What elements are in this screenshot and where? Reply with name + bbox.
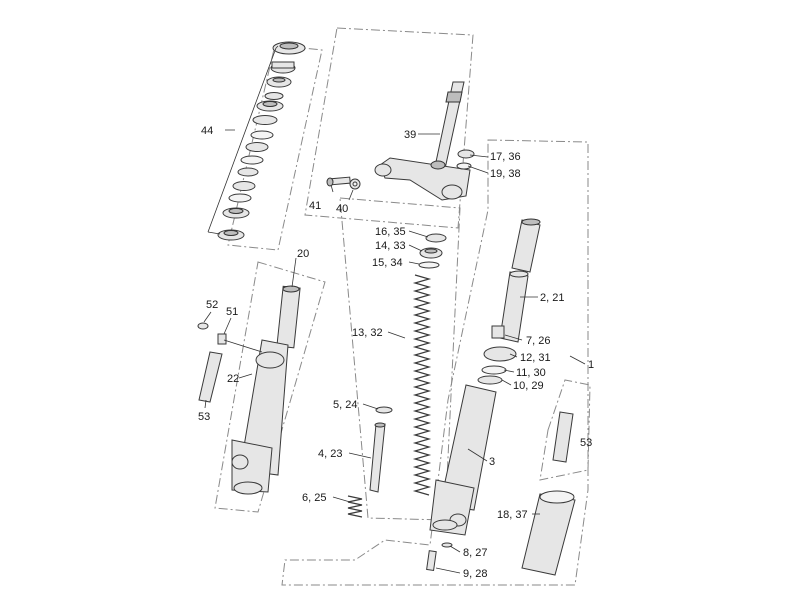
label-53-right: 53 (580, 437, 592, 449)
label-6-25: 6, 25 (302, 492, 326, 504)
leader-lines (203, 133, 586, 574)
label-22: 22 (227, 373, 239, 385)
label-8-27: 8, 27 (463, 547, 487, 559)
label-11-30: 11, 30 (516, 367, 546, 379)
label-5-24: 5, 24 (333, 399, 357, 411)
label-44: 44 (201, 125, 213, 137)
label-53-left: 53 (198, 411, 210, 423)
fork-cover-group-box (539, 379, 591, 481)
left-fork-group-box (214, 261, 326, 513)
label-13-32: 13, 32 (352, 327, 383, 339)
label-7-26: 7, 26 (526, 335, 550, 347)
right-fork-tube (429, 218, 541, 536)
label-20: 20 (297, 248, 309, 260)
fork-tube-cover-18 (521, 490, 576, 576)
label-10-29: 10, 29 (513, 380, 544, 392)
bolt-9-washer-8 (426, 542, 453, 572)
label-9-28: 9, 28 (463, 568, 487, 580)
label-39: 39 (404, 129, 416, 141)
label-51: 51 (226, 306, 238, 318)
label-18-37: 18, 37 (497, 509, 528, 521)
label-16-35: 16, 35 (375, 226, 406, 238)
label-3: 3 (489, 456, 495, 468)
label-52: 52 (206, 299, 218, 311)
label-2-21: 2, 21 (540, 292, 564, 304)
left-fork-leg (231, 285, 301, 495)
label-19-38: 19, 38 (490, 168, 521, 180)
steering-stem (374, 81, 475, 201)
label-40: 40 (336, 203, 348, 215)
steering-bearing-group-box (227, 44, 323, 251)
right-fork-group-box (281, 139, 589, 586)
label-12-31: 12, 31 (520, 352, 551, 364)
label-14-33: 14, 33 (375, 240, 406, 252)
fork-cover-53-left (198, 351, 223, 403)
label-17-36: 17, 36 (490, 151, 521, 163)
label-41: 41 (309, 200, 321, 212)
spring-damper-assembly (347, 233, 447, 518)
bolt-41-washer-40 (326, 176, 361, 190)
label-15-34: 15, 34 (372, 257, 403, 269)
bracket-44 (207, 45, 279, 235)
bolt-52-clip-51 (197, 322, 227, 345)
label-4-23: 4, 23 (318, 448, 342, 460)
label-1: 1 (588, 359, 594, 371)
fork-cover-53-right (552, 411, 574, 463)
steering-bearing-stack (217, 41, 306, 241)
stem-group-box (304, 27, 474, 229)
